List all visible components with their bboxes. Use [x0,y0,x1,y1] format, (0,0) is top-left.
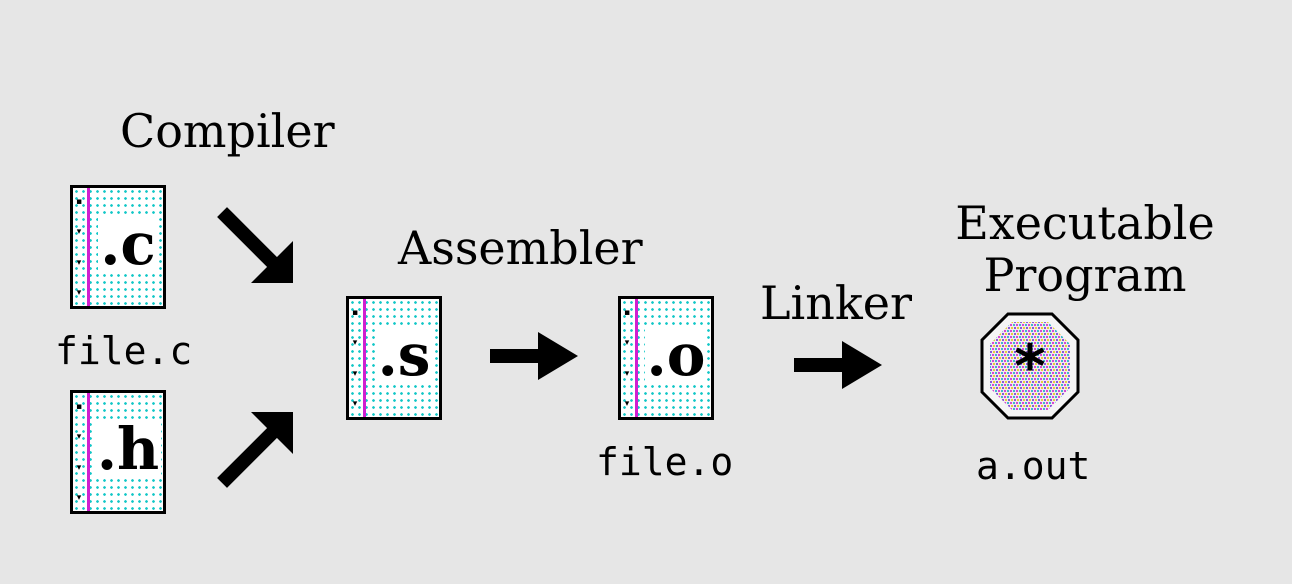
binding-holes: ▪▾▾▾ [623,308,631,409]
binding-holes: ▪▾▾▾ [75,402,83,503]
h-extension: .h [94,415,162,483]
compiler-arrow-up-right-icon [217,412,293,488]
executable-label-line2: Program [983,247,1187,302]
a-out-caption: a.out [976,444,1091,488]
compiler-label: Compiler [120,104,335,158]
o-extension: .o [644,321,708,389]
s-extension: .s [375,321,433,389]
object-file-icon: ▪▾▾▾ .o [618,296,714,420]
c-source-file-icon: ▪▾▾▾ .c [70,185,166,309]
linker-label: Linker [760,276,912,330]
assembler-label: Assembler [398,221,643,275]
executable-octagon-icon: * [980,312,1080,420]
margin-line [87,393,90,511]
file-c-caption: file.c [55,329,193,373]
executable-label-line1: Executable [955,196,1215,250]
c-extension: .c [98,210,158,278]
compiler-arrow-down-right-icon [217,207,293,283]
margin-line [635,299,638,417]
header-file-icon: ▪▾▾▾ .h [70,390,166,514]
binding-holes: ▪▾▾▾ [75,197,83,298]
margin-line [363,299,366,417]
linker-arrow-right-icon [794,341,882,389]
file-o-caption: file.o [596,440,734,484]
assembly-file-icon: ▪▾▾▾ .s [346,296,442,420]
executable-program-label: Executable Program [930,196,1240,302]
executable-symbol: * [1014,332,1045,402]
margin-line [87,188,90,306]
binding-holes: ▪▾▾▾ [351,308,359,409]
assembler-arrow-right-icon [490,332,578,380]
